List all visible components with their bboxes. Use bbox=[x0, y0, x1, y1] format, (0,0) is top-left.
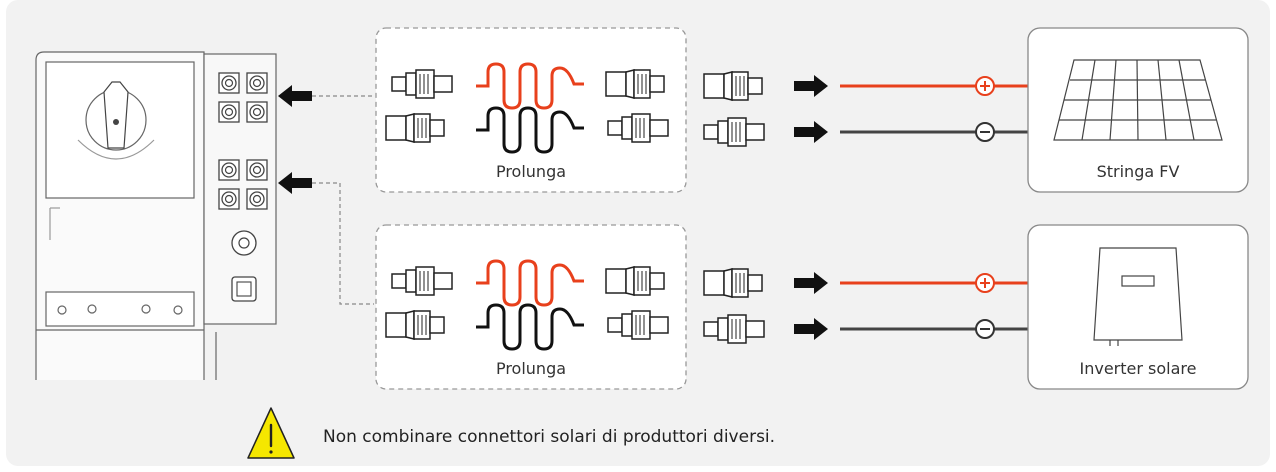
cable-coil-positive bbox=[476, 259, 584, 307]
cable-coil-negative bbox=[476, 106, 584, 154]
extension-group-top bbox=[375, 27, 687, 193]
inverter-icon bbox=[1093, 247, 1183, 346]
polarity-negative-icon bbox=[975, 319, 995, 339]
polarity-positive-icon bbox=[975, 273, 995, 293]
warning-text: Non combinare connettori solari di produ… bbox=[323, 427, 776, 447]
cabinet-port-grid bbox=[218, 72, 268, 302]
polarity-negative-icon bbox=[975, 122, 995, 142]
battery-cabinet-illustration bbox=[35, 51, 277, 380]
polarity-positive-icon bbox=[975, 76, 995, 96]
extension-group-bottom bbox=[375, 224, 687, 390]
inverter-label: Inverter solare bbox=[1079, 359, 1197, 378]
extension-label: Prolunga bbox=[495, 162, 567, 181]
cable-coil-positive bbox=[476, 62, 584, 110]
solar-panel-icon bbox=[1053, 59, 1223, 141]
pv-string-label: Stringa FV bbox=[1096, 162, 1180, 181]
warning-icon bbox=[247, 407, 295, 459]
cable-coil-negative bbox=[476, 303, 584, 351]
extension-label: Prolunga bbox=[495, 359, 567, 378]
